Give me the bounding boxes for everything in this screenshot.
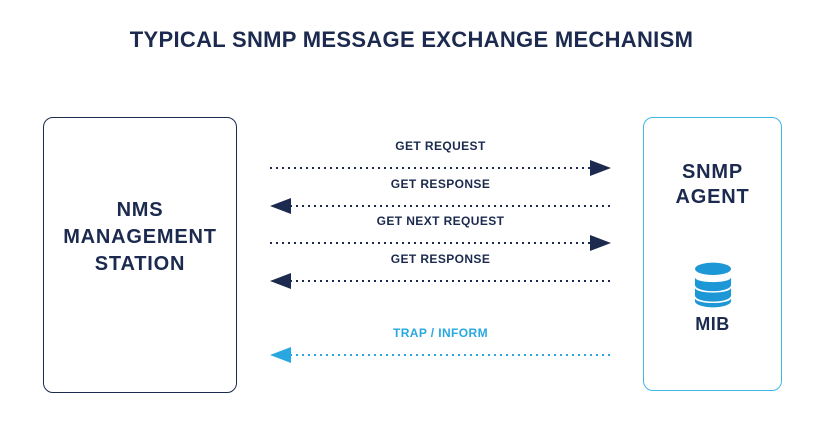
arrowhead-right-icon bbox=[590, 235, 611, 251]
dotted-line bbox=[290, 354, 611, 356]
dotted-arrow-line bbox=[270, 235, 611, 251]
dotted-arrow-line bbox=[270, 273, 611, 289]
dotted-arrow-line bbox=[270, 160, 611, 176]
dotted-line bbox=[290, 205, 611, 207]
arrowhead-right-icon bbox=[590, 160, 611, 176]
diagram-title: TYPICAL SNMP MESSAGE EXCHANGE MECHANISM bbox=[129, 27, 694, 52]
arrow-get-response-1-label: GET RESPONSE bbox=[390, 177, 491, 191]
arrow-get-response-2: GET RESPONSE bbox=[270, 253, 611, 289]
arrowhead-left-icon bbox=[270, 347, 291, 363]
arrow-get-next-request: GET NEXT REQUEST bbox=[270, 215, 611, 251]
arrowhead-left-icon bbox=[270, 273, 291, 289]
arrow-get-response-1: GET RESPONSE bbox=[270, 178, 611, 214]
nms-management-station-box: NMS MANAGEMENT STATION bbox=[43, 117, 237, 393]
dotted-arrow-line bbox=[270, 198, 611, 214]
dotted-line bbox=[290, 280, 611, 282]
dotted-arrow-line bbox=[270, 347, 611, 363]
arrow-get-request-label: GET REQUEST bbox=[395, 139, 486, 153]
arrowhead-left-icon bbox=[270, 198, 291, 214]
snmp-agent-label: SNMP AGENT bbox=[675, 161, 750, 208]
dotted-line bbox=[270, 242, 591, 244]
dotted-line bbox=[270, 167, 591, 169]
snmp-agent-box: SNMP AGENT MIB bbox=[643, 117, 782, 391]
arrow-trap-inform: TRAP / INFORM bbox=[270, 327, 611, 363]
nms-management-station-label: NMS MANAGEMENT STATION bbox=[63, 198, 217, 275]
mib-label: MIB bbox=[695, 314, 730, 334]
arrow-get-request: GET REQUEST bbox=[270, 140, 611, 176]
arrow-get-next-request-label: GET NEXT REQUEST bbox=[376, 214, 505, 228]
arrow-trap-inform-label: TRAP / INFORM bbox=[393, 326, 488, 340]
arrow-get-response-2-label: GET RESPONSE bbox=[390, 252, 491, 266]
database-icon bbox=[694, 262, 731, 308]
